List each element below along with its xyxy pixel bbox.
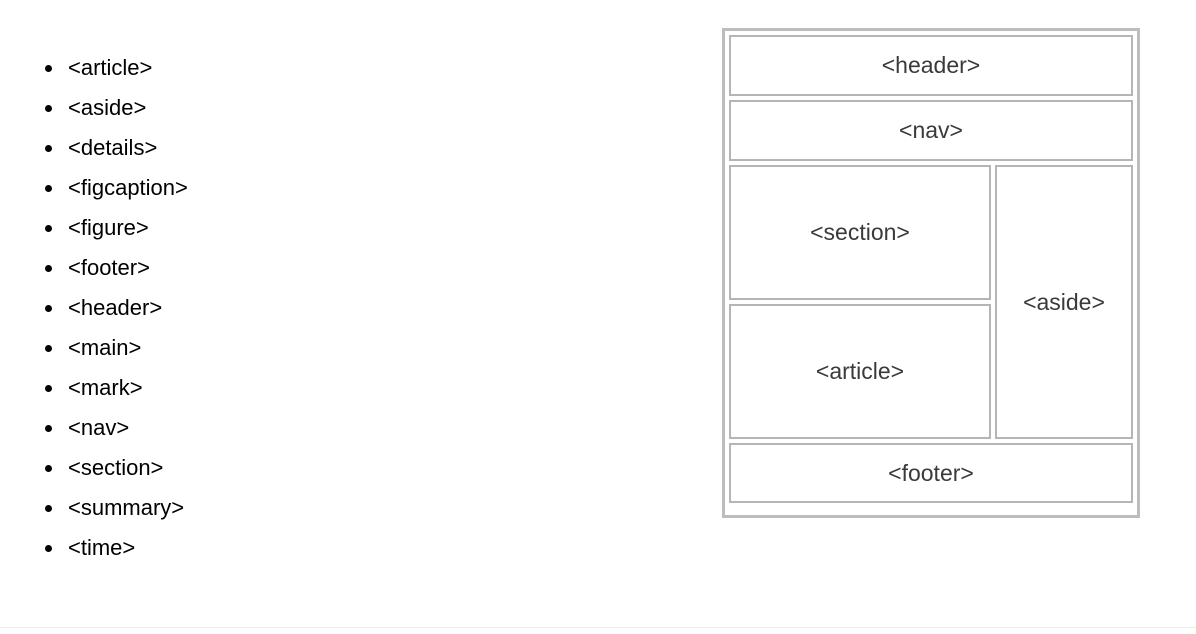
element-tag-label: <time> [68,535,136,560]
bullet-icon [45,145,52,152]
list-item: <time> [45,528,188,568]
page-layout-diagram: <header> <nav> <section> <article> <asid… [722,28,1140,518]
bullet-icon [45,465,52,472]
element-tag-label: <article> [68,55,153,80]
list-item: <figcaption> [45,168,188,208]
list-item: <article> [45,48,188,88]
element-tag-label: <aside> [68,95,147,120]
list-item: <main> [45,328,188,368]
element-tag-label: <main> [68,335,142,360]
page-divider [0,627,1196,628]
bullet-icon [45,385,52,392]
element-tag-label: <details> [68,135,158,160]
bullet-icon [45,305,52,312]
list-item: <aside> [45,88,188,128]
element-tag-label: <nav> [68,415,130,440]
element-tag-label: <summary> [68,495,185,520]
diagram-box-aside: <aside> [995,165,1133,439]
element-tag-label: <header> [68,295,163,320]
list-item: <summary> [45,488,188,528]
diagram-box-section: <section> [729,165,991,300]
bullet-icon [45,545,52,552]
element-tag-label: <section> [68,455,164,480]
list-item: <section> [45,448,188,488]
diagram-box-article: <article> [729,304,991,439]
diagram-box-footer: <footer> [729,443,1133,503]
semantic-elements-list: <article> <aside> <details> <figcaption>… [0,48,188,568]
list-item: <footer> [45,248,188,288]
bullet-icon [45,265,52,272]
element-tag-label: <figcaption> [68,175,188,200]
bullet-icon [45,225,52,232]
list-item: <details> [45,128,188,168]
bullet-icon [45,425,52,432]
diagram-box-header: <header> [729,35,1133,96]
list-item: <header> [45,288,188,328]
bullet-icon [45,65,52,72]
element-tag-label: <footer> [68,255,150,280]
list-item: <nav> [45,408,188,448]
element-tag-label: <mark> [68,375,143,400]
diagram-box-nav: <nav> [729,100,1133,161]
bullet-icon [45,345,52,352]
element-tag-label: <figure> [68,215,149,240]
list-item: <figure> [45,208,188,248]
bullet-icon [45,185,52,192]
bullet-icon [45,105,52,112]
bullet-icon [45,505,52,512]
list-item: <mark> [45,368,188,408]
